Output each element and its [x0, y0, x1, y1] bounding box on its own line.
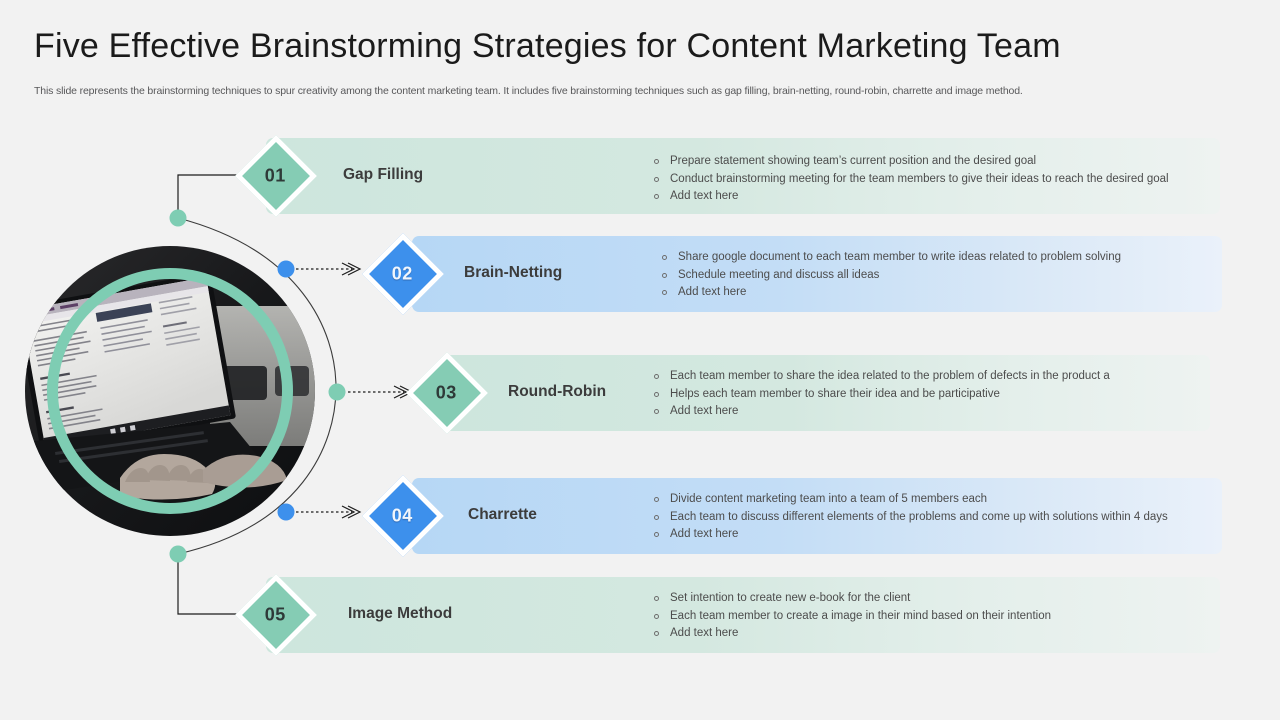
bullet-item: Share google document to each team membe…	[662, 249, 1121, 267]
bullet-text: Conduct brainstorming meeting for the te…	[670, 172, 1169, 185]
bullet-item: Conduct brainstorming meeting for the te…	[654, 171, 1169, 189]
bullet-circle-icon	[654, 631, 659, 636]
node-dot-2	[277, 260, 295, 278]
row-bullets-2: Share google document to each team membe…	[662, 249, 1121, 302]
bullet-circle-icon	[654, 159, 659, 164]
bullet-circle-icon	[654, 514, 659, 520]
bullet-circle-icon	[654, 374, 659, 379]
bullet-item: Each team to discuss different elements …	[654, 509, 1168, 527]
bullet-item: Schedule meeting and discuss all ideas	[662, 267, 1121, 285]
row-title-5: Image Method	[348, 605, 453, 622]
bullet-text: Add text here	[670, 190, 739, 202]
bullet-text: Set intention to create new e-book for t…	[670, 592, 911, 604]
row-band-5	[266, 577, 1220, 653]
bullet-item: Add text here	[654, 188, 1169, 206]
bullet-circle-icon	[654, 532, 659, 537]
bullet-text: Each team member to share the idea relat…	[670, 370, 1110, 382]
bullet-text: Schedule meeting and discuss all ideas	[678, 268, 880, 281]
bullet-item: Set intention to create new e-book for t…	[654, 590, 1051, 608]
bullet-text: Helps each team member to share their id…	[670, 387, 1000, 400]
page-title: Five Effective Brainstorming Strategies …	[34, 27, 1061, 65]
row-bullets-1: Prepare statement showing team’s current…	[654, 153, 1169, 206]
node-dot-1	[169, 209, 187, 227]
bullet-circle-icon	[662, 255, 667, 260]
bullet-item: Add text here	[654, 403, 1110, 421]
row-band-4	[412, 478, 1222, 554]
bullet-item: Prepare statement showing team’s current…	[654, 153, 1169, 171]
row-bullets-4: Divide content marketing team into a tea…	[654, 491, 1168, 544]
row-number-5: 05	[265, 604, 287, 625]
bullet-text: Divide content marketing team into a tea…	[670, 493, 988, 505]
row-title-4: Charrette	[468, 506, 537, 523]
bullet-circle-icon	[654, 497, 659, 502]
bullet-text: Add text here	[678, 286, 747, 298]
page-subtitle: This slide represents the brainstorming …	[34, 85, 1023, 97]
bullet-text: Each team to discuss different elements …	[670, 510, 1168, 523]
node-dot-4	[277, 503, 295, 521]
bullet-item: Each team member to create a image in th…	[654, 608, 1051, 626]
bullet-text: Add text here	[670, 627, 739, 639]
bullet-circle-icon	[654, 613, 659, 619]
bullet-text: Prepare statement showing team’s current…	[670, 155, 1037, 167]
bullet-text: Share google document to each team membe…	[678, 251, 1121, 263]
row-band-1	[266, 138, 1220, 214]
bullet-circle-icon	[662, 290, 667, 295]
row-title-1: Gap Filling	[343, 166, 424, 183]
bullet-circle-icon	[654, 194, 659, 199]
bullet-circle-icon	[662, 272, 667, 278]
row-band-2	[412, 236, 1222, 312]
bullet-text: Each team member to create a image in th…	[670, 609, 1051, 622]
row-bullets-5: Set intention to create new e-book for t…	[654, 590, 1051, 643]
row-number-3: 03	[436, 382, 458, 403]
row-title-2: Brain-Netting	[464, 264, 563, 281]
bullet-circle-icon	[654, 596, 659, 601]
bullet-item: Add text here	[662, 284, 1121, 302]
row-bullets-3: Each team member to share the idea relat…	[654, 368, 1110, 421]
bullet-item: Add text here	[654, 625, 1051, 643]
bullet-text: Add text here	[670, 528, 739, 540]
bullet-item: Add text here	[654, 526, 1168, 544]
bullet-item: Divide content marketing team into a tea…	[654, 491, 1168, 509]
node-dot-3	[328, 383, 346, 401]
row-title-3: Round-Robin	[508, 383, 607, 400]
bullet-item: Helps each team member to share their id…	[654, 386, 1110, 404]
node-dot-5	[169, 545, 187, 563]
bullet-circle-icon	[654, 409, 659, 414]
row-number-4: 04	[392, 505, 414, 526]
bullet-text: Add text here	[670, 405, 739, 417]
row-number-2: 02	[392, 263, 414, 284]
bullet-circle-icon	[654, 176, 659, 182]
row-band-3	[440, 355, 1210, 431]
bullet-item: Each team member to share the idea relat…	[654, 368, 1110, 386]
row-number-1: 01	[265, 165, 287, 186]
bullet-circle-icon	[654, 391, 659, 397]
